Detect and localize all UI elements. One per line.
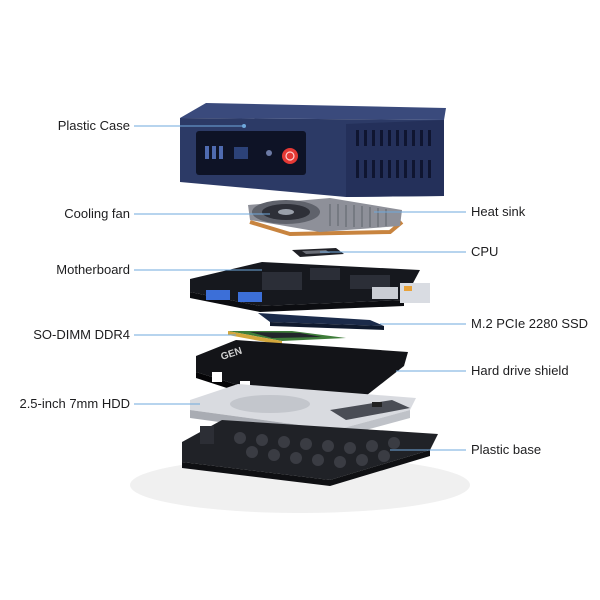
- label-ram: SO-DIMM DDR4: [33, 327, 130, 342]
- label-heat-sink: Heat sink: [471, 204, 526, 219]
- label-cpu: CPU: [471, 244, 499, 259]
- label-ssd: M.2 PCIe 2280 SSD: [471, 316, 589, 331]
- ssd-part: [258, 313, 384, 330]
- plastic-case-part: [180, 103, 446, 197]
- label-hdd-shield: Hard drive shield: [471, 363, 569, 378]
- ram-part: [228, 331, 346, 345]
- leader-lines: [134, 124, 466, 451]
- label-base: Plastic base: [471, 442, 542, 457]
- label-plastic-case: Plastic Case: [57, 118, 130, 133]
- cooling-fan-heat-sink-part: [248, 198, 404, 237]
- cpu-part: [292, 248, 344, 257]
- label-motherboard: Motherboard: [56, 262, 130, 277]
- label-hdd: 2.5-inch 7mm HDD: [19, 396, 130, 411]
- plastic-base-part: [182, 420, 438, 486]
- motherboard-part: [190, 262, 430, 312]
- label-cooling-fan: Cooling fan: [64, 206, 130, 221]
